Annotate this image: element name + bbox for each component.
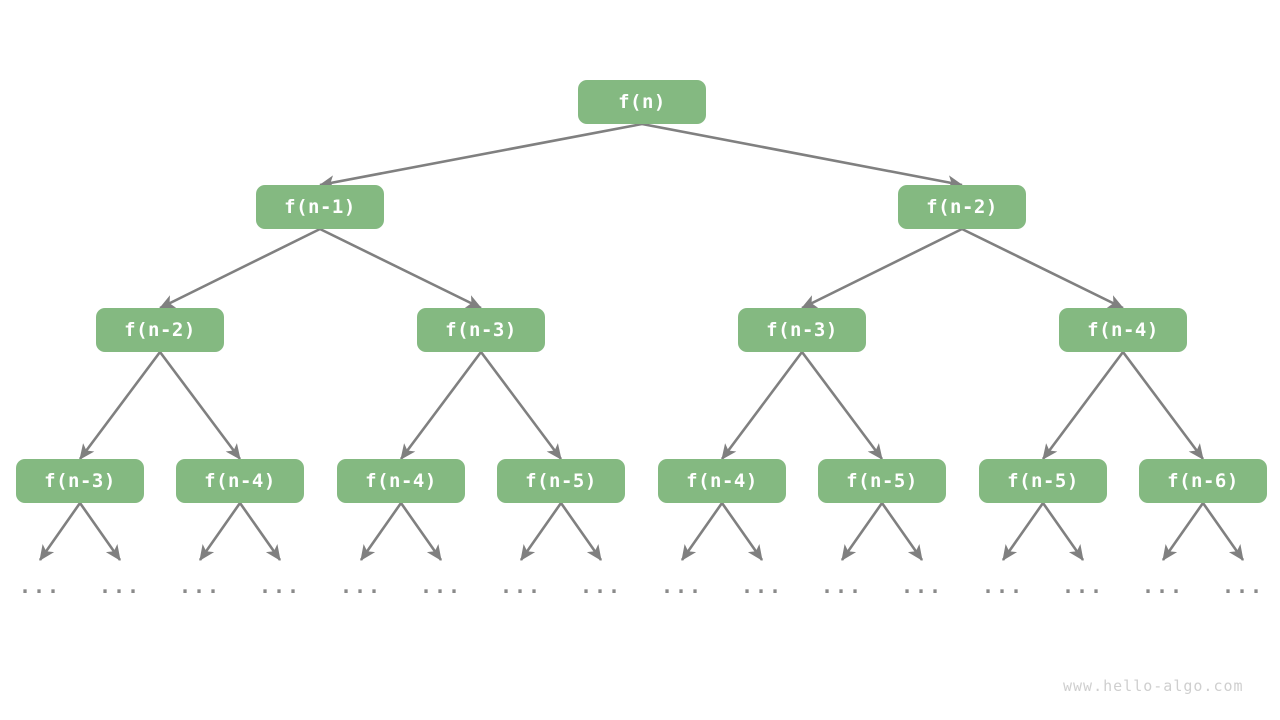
tree-node: f(n-4) [337, 459, 465, 503]
tree-node: f(n-3) [16, 459, 144, 503]
tree-node: f(n-2) [96, 308, 224, 352]
ellipsis-marker: ... [339, 574, 383, 598]
tree-node: f(n) [578, 80, 706, 124]
tree-edge [801, 227, 963, 310]
ellipsis-marker: ... [1221, 574, 1265, 598]
tree-edge [359, 502, 403, 561]
tree-edge [559, 502, 603, 561]
tree-edge [238, 502, 282, 561]
tree-node: f(n-2) [898, 185, 1026, 229]
tree-edge [1161, 502, 1205, 561]
ellipsis-marker: ... [900, 574, 944, 598]
tree-edge [961, 227, 1124, 310]
tree-edge [318, 122, 643, 190]
tree-edge [1001, 502, 1045, 561]
tree-edge [319, 227, 482, 310]
tree-edge [800, 351, 884, 460]
ellipsis-marker: ... [740, 574, 784, 598]
tree-edge [1201, 502, 1245, 561]
tree-edge [720, 351, 804, 460]
tree-node: f(n-5) [818, 459, 946, 503]
ellipsis-marker: ... [1141, 574, 1185, 598]
tree-node: f(n-4) [658, 459, 786, 503]
tree-edge [38, 502, 82, 561]
tree-node: f(n-1) [256, 185, 384, 229]
tree-edge [1121, 351, 1205, 460]
tree-edge [880, 502, 924, 561]
tree-edge [641, 122, 964, 190]
tree-edge [399, 502, 443, 561]
tree-edge [840, 502, 884, 561]
tree-node: f(n-4) [1059, 308, 1187, 352]
ellipsis-marker: ... [981, 574, 1025, 598]
tree-node: f(n-3) [417, 308, 545, 352]
tree-node: f(n-4) [176, 459, 304, 503]
tree-edge [399, 351, 483, 460]
ellipsis-marker: ... [419, 574, 463, 598]
tree-edge [159, 227, 321, 310]
ellipsis-marker: ... [820, 574, 864, 598]
ellipsis-marker: ... [1061, 574, 1105, 598]
ellipsis-marker: ... [258, 574, 302, 598]
watermark: www.hello-algo.com [1063, 677, 1244, 695]
ellipsis-marker: ... [178, 574, 222, 598]
tree-node: f(n-5) [497, 459, 625, 503]
tree-edge [78, 502, 122, 561]
tree-node: f(n-6) [1139, 459, 1267, 503]
ellipsis-marker: ... [660, 574, 704, 598]
tree-edge [519, 502, 563, 561]
tree-node: f(n-3) [738, 308, 866, 352]
ellipsis-marker: ... [579, 574, 623, 598]
tree-edge [1041, 351, 1125, 460]
tree-edge [1041, 502, 1085, 561]
tree-edge [479, 351, 563, 460]
ellipsis-marker: ... [98, 574, 142, 598]
ellipsis-marker: ... [499, 574, 543, 598]
tree-edge [680, 502, 724, 561]
tree-node: f(n-5) [979, 459, 1107, 503]
ellipsis-marker: ... [18, 574, 62, 598]
tree-edge [720, 502, 764, 561]
tree-edge [158, 351, 242, 460]
tree-edge [78, 351, 162, 460]
tree-edge [198, 502, 242, 561]
